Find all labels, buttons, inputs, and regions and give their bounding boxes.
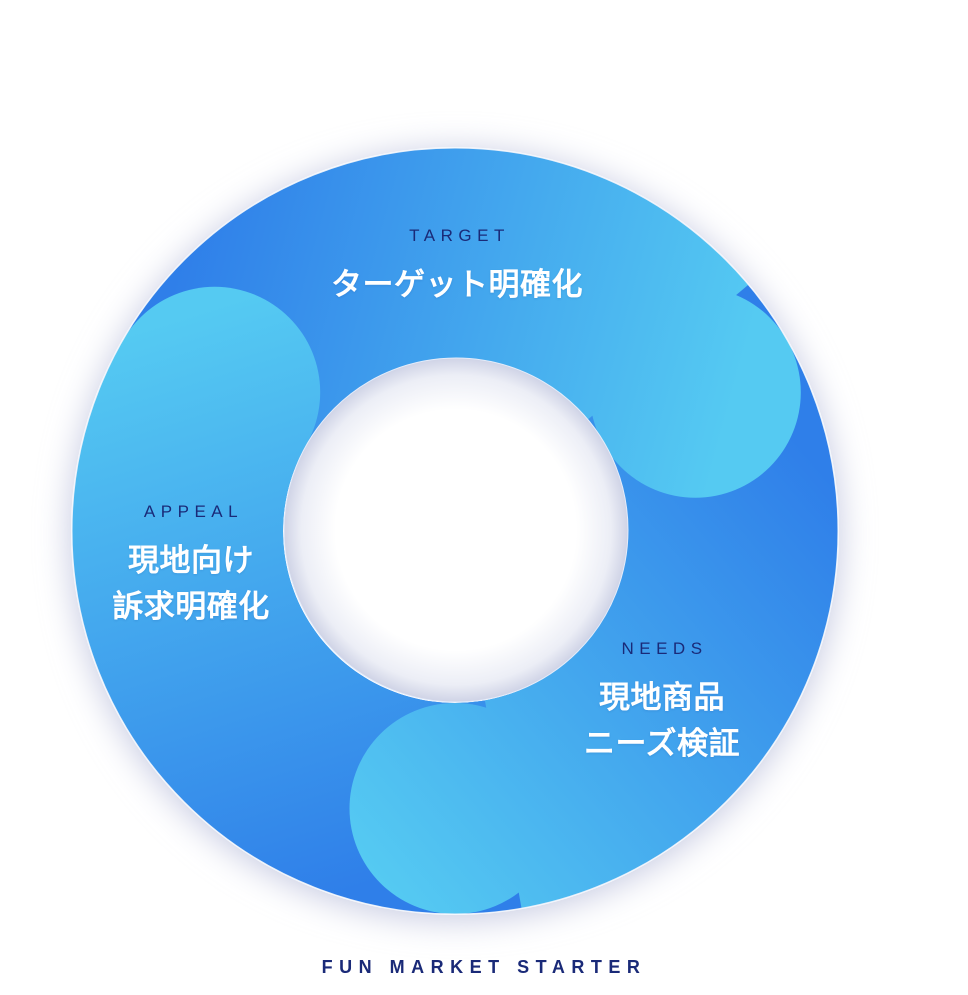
- segment-appeal-cap: [109, 286, 321, 498]
- ring-outer-edge: [71, 147, 839, 915]
- needs-label-jp-line2: ニーズ検証: [584, 726, 740, 762]
- appeal-label-jp-line1: 現地向け: [128, 543, 254, 579]
- segment-needs-cap: [349, 703, 561, 914]
- needs-label-en: NEEDS: [621, 639, 708, 658]
- target-label-en: TARGET: [409, 226, 510, 245]
- footer-title: FUN MARKET STARTER: [321, 957, 647, 977]
- segment-target-cap: [589, 286, 801, 498]
- appeal-label-en: APPEAL: [143, 502, 244, 521]
- center-hole: [283, 357, 629, 703]
- appeal-label-jp-line2: 訴求明確化: [112, 589, 270, 625]
- segment-appeal-label: APPEAL 現地向け 訴求明確化: [112, 502, 270, 630]
- needs-label-jp-line1: 現地商品: [598, 680, 725, 716]
- segment-target-label: TARGET ターゲット明確化: [331, 226, 583, 308]
- target-label-jp-line1: ターゲット明確化: [331, 267, 583, 303]
- segment-needs-label: NEEDS 現地商品 ニーズ検証: [584, 639, 740, 767]
